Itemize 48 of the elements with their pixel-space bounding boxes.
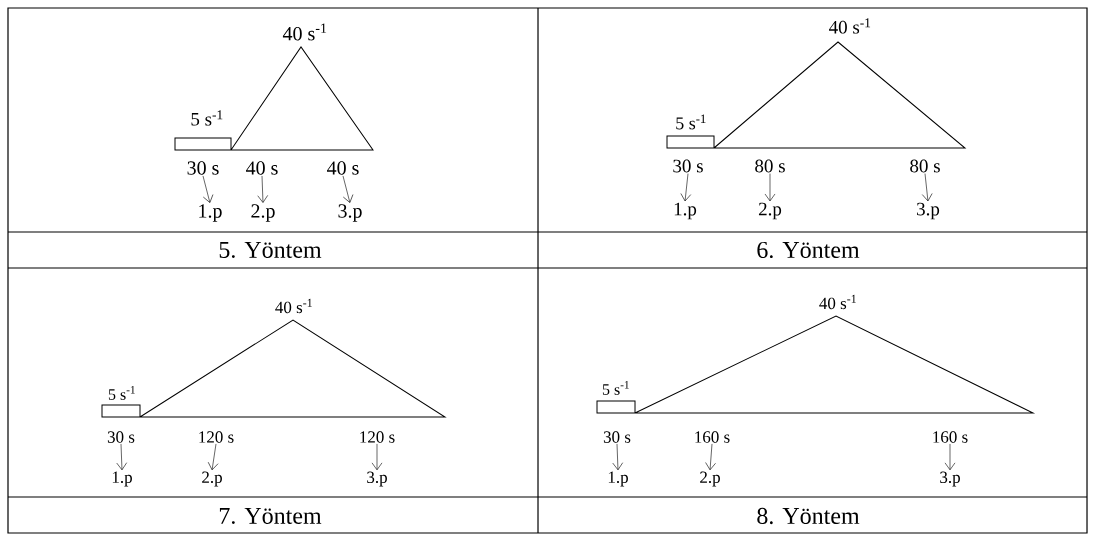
duration-text: 120 s (360, 431, 395, 443)
arrow (944, 443, 956, 471)
duration-text: 30 s (603, 431, 631, 443)
method-caption: 7. Yöntem (219, 507, 322, 525)
arrow (705, 443, 716, 471)
arrow (202, 175, 214, 203)
rate-label: 5 s$^{-1}$ (108, 386, 135, 400)
pass-label: 2.p (251, 204, 275, 222)
duration-text: 160 s (933, 431, 968, 443)
pass-label: 1.p (199, 204, 222, 222)
arrow (371, 443, 383, 471)
pass-label: 3.p (940, 471, 960, 487)
rate-label: 5 s$^{-1}$ (602, 381, 629, 395)
rate-label: 40 s$^{-1}$ (282, 23, 327, 41)
duration-text: 40 s (246, 161, 278, 175)
method-caption: 8. Yöntem (757, 507, 860, 525)
pass-label: 2.p (700, 471, 720, 487)
pass-label: 2.p (758, 202, 782, 220)
rate-label: 40 s$^{-1}$ (819, 294, 856, 310)
duration-text: 30 s (673, 159, 703, 173)
arrow (921, 173, 933, 202)
arrow (257, 175, 269, 203)
pass-label: 1.p (608, 471, 628, 487)
duration-text: 80 s (755, 159, 785, 173)
arrow (612, 443, 623, 471)
rate-label: 5 s$^{-1}$ (676, 114, 706, 130)
duration-text: 160 s (695, 431, 730, 443)
rate-label: 5 s$^{-1}$ (191, 110, 223, 126)
pass-label: 3.p (338, 204, 362, 222)
rate-label: 40 s$^{-1}$ (275, 298, 312, 314)
duration-text: 120 s (199, 431, 234, 443)
pass-label: 1.p (112, 471, 132, 487)
pass-label: 2.p (202, 471, 222, 487)
rate-label: 40 s$^{-1}$ (829, 18, 871, 34)
duration-text: 80 s (910, 159, 940, 173)
arrow (116, 443, 127, 471)
pass-label: 1.p (674, 202, 697, 220)
duration-text: 30 s (107, 431, 135, 443)
duration-text: 40 s (327, 161, 359, 175)
method-caption: 6. Yöntem (757, 241, 860, 259)
method-caption: 5. Yöntem (219, 241, 322, 259)
duration-text: 30 s (187, 161, 219, 175)
arrow (207, 443, 219, 471)
pass-label: 3.p (367, 471, 387, 487)
arrow (342, 175, 354, 203)
pass-label: 3.p (917, 202, 940, 220)
arrow (764, 173, 776, 202)
arrow (680, 173, 692, 202)
